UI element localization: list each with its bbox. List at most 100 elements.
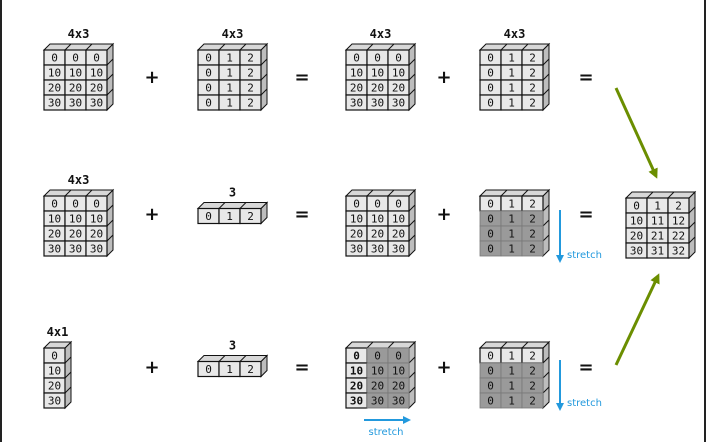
cube-edge: [500, 189, 508, 197]
cube-edge: [106, 88, 114, 96]
cell-value: 2: [529, 67, 536, 80]
ghost-cell: [521, 392, 544, 409]
cell-value: 10: [69, 213, 82, 226]
plus-operator: +: [144, 204, 159, 225]
matrix-cell: [85, 94, 108, 111]
cube-edge: [64, 371, 72, 379]
cube-edge: [646, 191, 654, 199]
cube-top-face: [196, 355, 269, 362]
cube-edge: [106, 58, 114, 66]
plus-operator: +: [436, 67, 451, 88]
cube-edge: [542, 386, 550, 394]
equals-operator: =: [578, 357, 593, 378]
matrix-cell: [521, 94, 544, 111]
cell-value: 31: [651, 245, 664, 258]
cell-value: 0: [353, 198, 360, 211]
cell-value: 0: [487, 213, 494, 226]
cell-value: 2: [529, 365, 536, 378]
cube-edge: [408, 234, 416, 242]
cell-value: 30: [48, 243, 61, 256]
cell-value: 10: [630, 215, 643, 228]
cell-value: 20: [392, 380, 405, 393]
cell-value: 1: [508, 395, 515, 408]
cell-value: 0: [93, 52, 100, 65]
cell-value: 2: [529, 395, 536, 408]
cell-value: 10: [392, 213, 405, 226]
cell-value: 0: [374, 52, 381, 65]
cell-value: 2: [247, 52, 254, 65]
shape-label: 4x3: [68, 173, 90, 187]
cube-edge: [218, 355, 226, 362]
cell-value: 20: [371, 82, 384, 95]
matrix-cell: [239, 94, 262, 111]
cell-value: 2: [529, 52, 536, 65]
cube-edge: [106, 219, 114, 227]
cell-value: 30: [350, 97, 363, 110]
cube-edge: [64, 43, 72, 51]
cube-edge: [408, 356, 416, 364]
cube-top-face: [42, 189, 115, 197]
cell-value: 10: [392, 67, 405, 80]
cube-edge: [408, 58, 416, 66]
cell-value: 1: [508, 67, 515, 80]
cell-value: 1: [226, 97, 233, 110]
cube-edge: [542, 88, 550, 96]
cube-edge: [667, 191, 675, 199]
cell-value: 2: [529, 350, 536, 363]
plus-operator: +: [144, 67, 159, 88]
cell-value: 30: [371, 243, 384, 256]
cube-edge: [500, 43, 508, 51]
cell-value: 12: [672, 215, 685, 228]
cell-value: 20: [90, 228, 103, 241]
cell-value: 0: [395, 52, 402, 65]
cell-value: 0: [72, 198, 79, 211]
cell-value: 30: [350, 395, 363, 408]
cell-value: 0: [205, 82, 212, 95]
matrix-cell: [239, 207, 262, 225]
cube-edge: [542, 204, 550, 212]
cube-edge: [408, 386, 416, 394]
cell-value: 0: [205, 67, 212, 80]
cell-value: 0: [487, 228, 494, 241]
cell-value: 20: [371, 228, 384, 241]
cell-value: 2: [247, 82, 254, 95]
cube-edge: [500, 341, 508, 349]
cube-top-face: [196, 43, 269, 51]
stretch-label: stretch: [369, 427, 404, 438]
cell-value: 0: [487, 82, 494, 95]
cube-edge: [408, 371, 416, 379]
cell-value: 20: [392, 82, 405, 95]
cube-edge: [387, 43, 395, 51]
cell-value: 30: [371, 97, 384, 110]
cell-value: 0: [353, 350, 360, 363]
cube-edge: [239, 43, 247, 51]
cell-value: 20: [48, 380, 61, 393]
cell-value: 0: [205, 52, 212, 65]
cell-value: 0: [51, 198, 58, 211]
cube-edge: [239, 355, 247, 362]
cell-value: 30: [392, 243, 405, 256]
ghost-cell: [387, 392, 410, 409]
equals-operator: =: [578, 204, 593, 225]
cell-value: 0: [395, 198, 402, 211]
cell-value: 0: [374, 198, 381, 211]
cell-value: 0: [487, 365, 494, 378]
cell-value: 0: [633, 200, 640, 213]
cube-edge: [688, 206, 696, 214]
converge-arrow-top: [614, 87, 658, 179]
cube-edge: [106, 234, 114, 242]
cell-value: 0: [353, 52, 360, 65]
cell-value: 0: [487, 52, 494, 65]
converge-arrow-bottom: [614, 273, 660, 366]
shape-label: 4x1: [47, 325, 69, 339]
cube-edge: [64, 189, 72, 197]
cell-value: 30: [69, 97, 82, 110]
cube-edge: [260, 73, 268, 81]
cell-value: 10: [48, 365, 61, 378]
plus-operator: +: [436, 204, 451, 225]
shape-label: 4x3: [370, 27, 392, 41]
